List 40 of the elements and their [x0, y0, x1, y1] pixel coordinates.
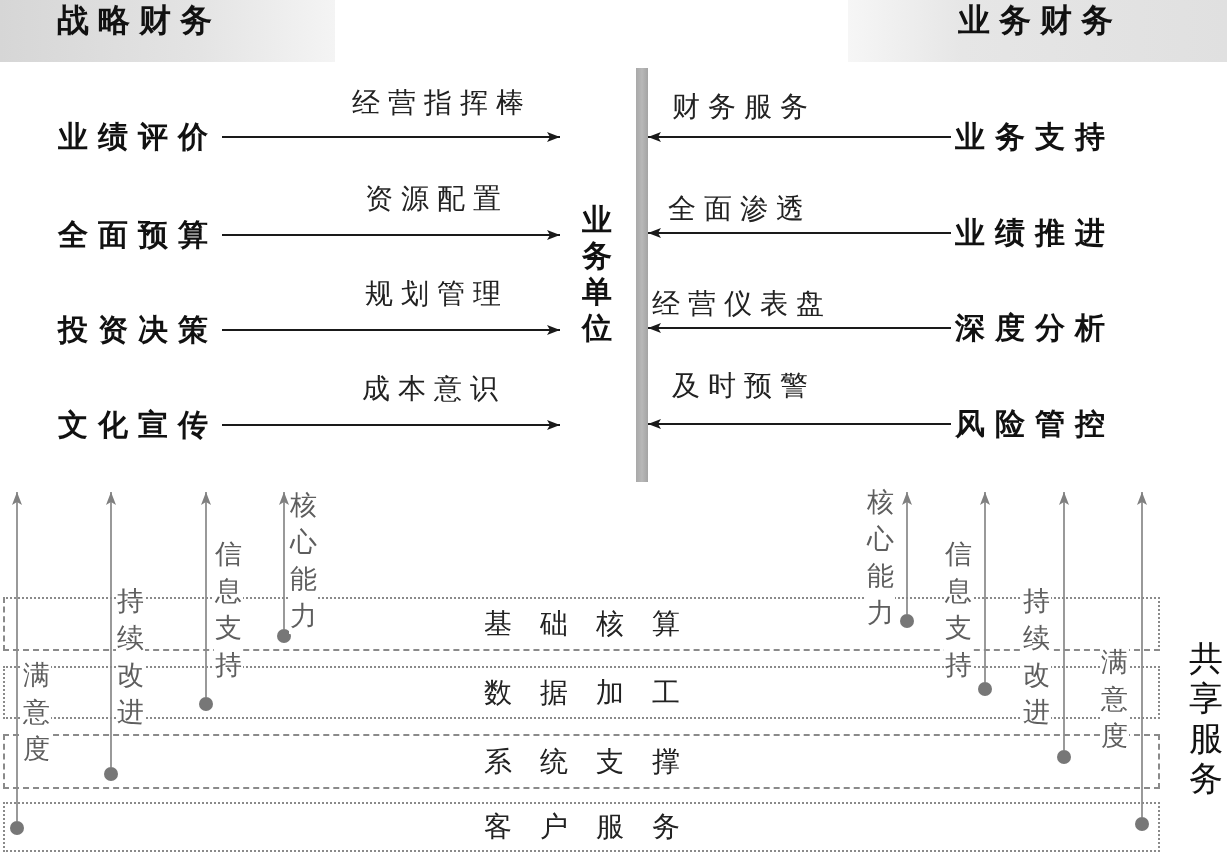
arrow [647, 323, 952, 333]
arrow [980, 491, 990, 683]
arrow [1137, 491, 1147, 818]
arrow [106, 491, 116, 768]
term-label: 风险管控 [955, 405, 1115, 443]
arrow [201, 491, 211, 698]
arrow [221, 325, 561, 335]
band-label: 数据加工 [482, 676, 708, 709]
term-label: 业绩评价 [58, 118, 218, 156]
dot-icon [978, 682, 992, 696]
arrow [1059, 491, 1069, 751]
band-label: 基础核算 [482, 608, 708, 640]
band-label: 系统支撑 [482, 745, 708, 778]
arrow [647, 132, 952, 142]
term-label: 文化宣传 [58, 406, 218, 444]
term-label: 投资决策 [58, 311, 218, 349]
dot-icon [900, 614, 914, 628]
arrow [12, 491, 22, 822]
band-label: 客户服务 [482, 811, 708, 843]
heading-band: 业务财务 [848, 0, 1227, 62]
dot-icon [10, 821, 24, 835]
arrow [221, 132, 561, 142]
side-label: 共享服务 [1188, 638, 1224, 798]
term-label: 业务支持 [955, 118, 1115, 156]
layer-band [3, 802, 1160, 852]
arrow [647, 228, 952, 238]
heading-band: 战略财务 [0, 0, 335, 62]
arrow [221, 420, 561, 430]
arrow [221, 230, 561, 240]
arrow [902, 491, 912, 615]
dot-icon [1057, 750, 1071, 764]
arrow [279, 491, 289, 630]
dot-icon [277, 629, 291, 643]
arrow [647, 419, 952, 429]
term-label: 全面预算 [58, 216, 218, 254]
dot-icon [104, 767, 118, 781]
term-label: 深度分析 [955, 309, 1115, 347]
term-label: 业绩推进 [955, 214, 1115, 252]
dot-icon [1135, 817, 1149, 831]
dot-icon [199, 697, 213, 711]
